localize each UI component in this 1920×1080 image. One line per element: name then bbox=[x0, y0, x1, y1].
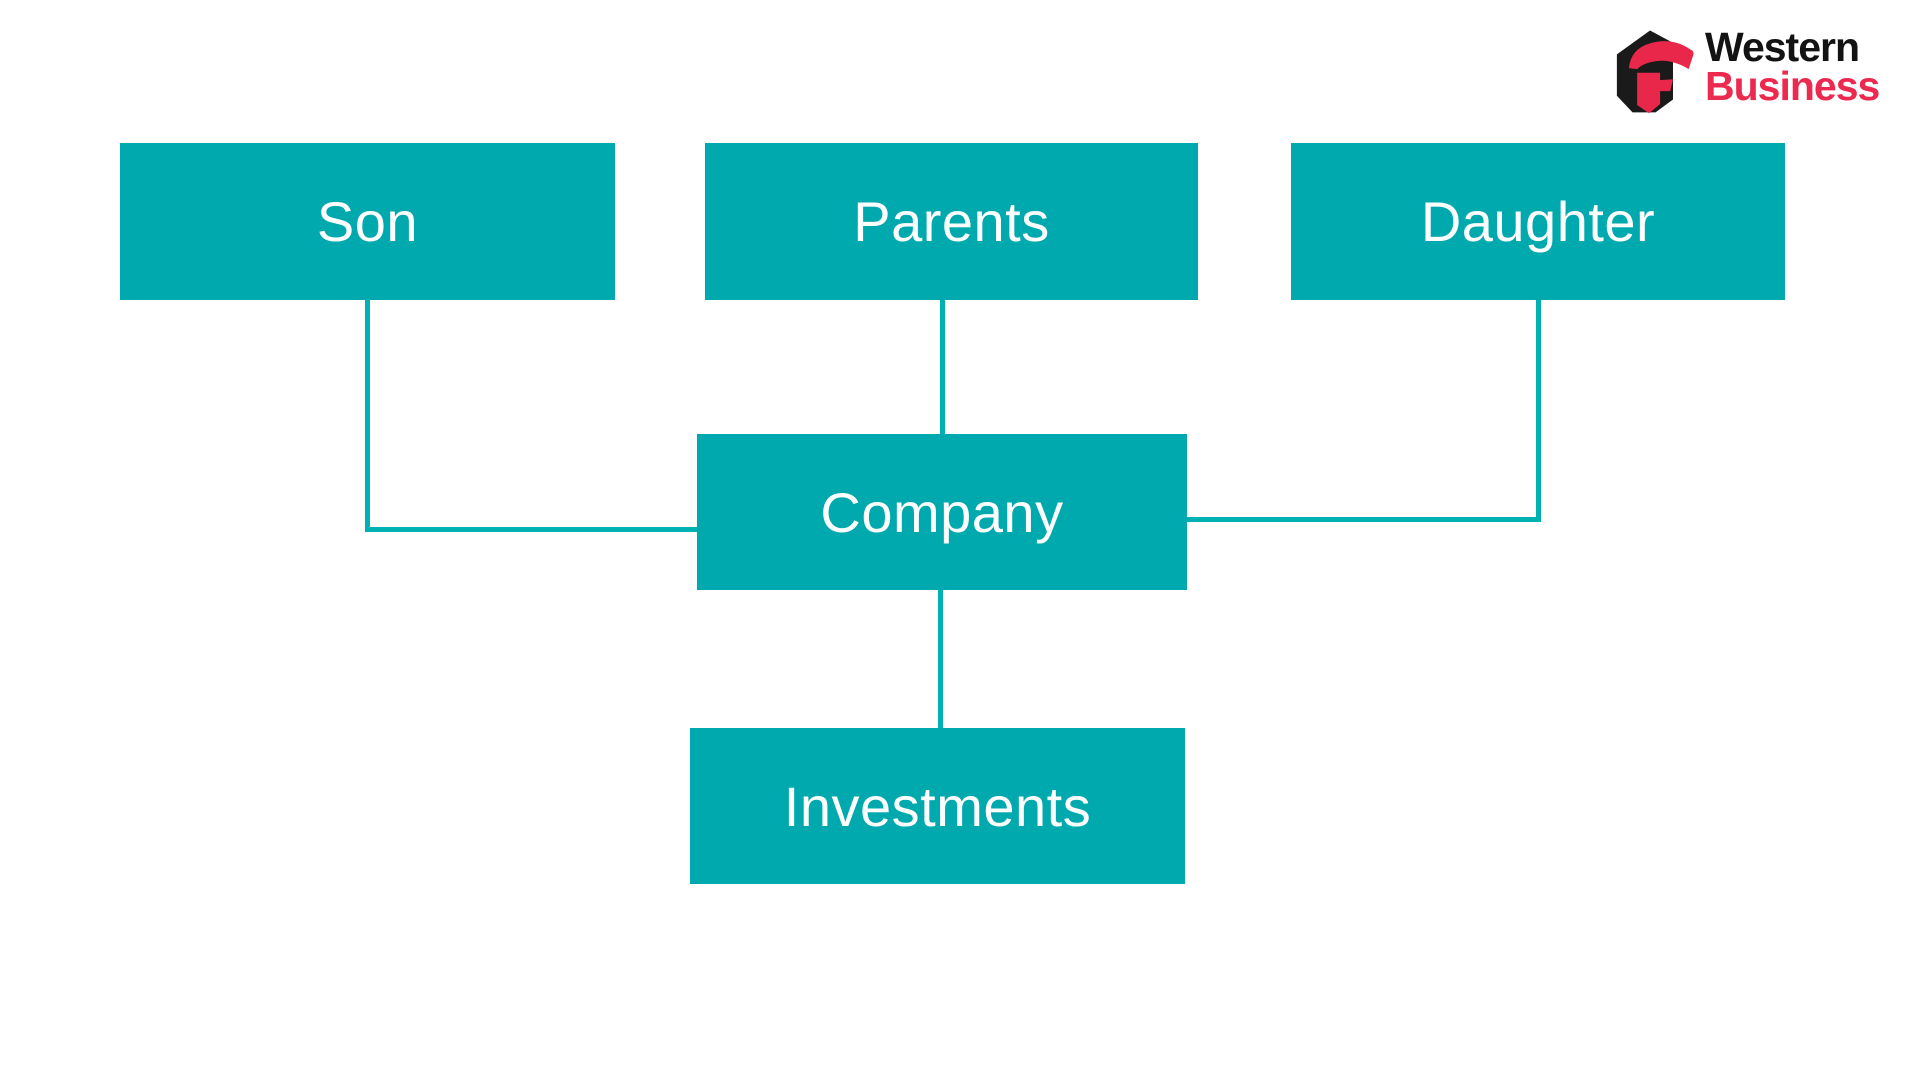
node-company: Company bbox=[697, 434, 1187, 590]
node-parents-label: Parents bbox=[853, 190, 1050, 253]
node-investments: Investments bbox=[690, 728, 1185, 884]
brand-logo: Western Business bbox=[1602, 24, 1880, 116]
connector-daughter-vertical bbox=[1536, 300, 1541, 522]
connector-son-vertical bbox=[365, 300, 370, 532]
node-daughter-label: Daughter bbox=[1420, 190, 1656, 253]
brand-name-line1: Western bbox=[1705, 24, 1860, 70]
connector-son-horizontal bbox=[365, 527, 697, 532]
connector-company-investments bbox=[938, 590, 943, 728]
node-son-label: Son bbox=[316, 190, 419, 253]
node-son: Son bbox=[120, 143, 615, 300]
western-business-logo-icon bbox=[1616, 30, 1694, 114]
brand-wordmark: Western Business bbox=[1705, 24, 1880, 109]
node-investments-label: Investments bbox=[783, 774, 1092, 838]
node-company-label: Company bbox=[820, 480, 1064, 544]
node-parents: Parents bbox=[705, 143, 1198, 300]
connector-daughter-horizontal bbox=[1187, 517, 1541, 522]
connector-parents-company bbox=[940, 300, 945, 434]
brand-name-line2: Business bbox=[1705, 62, 1880, 109]
node-daughter: Daughter bbox=[1291, 143, 1785, 300]
